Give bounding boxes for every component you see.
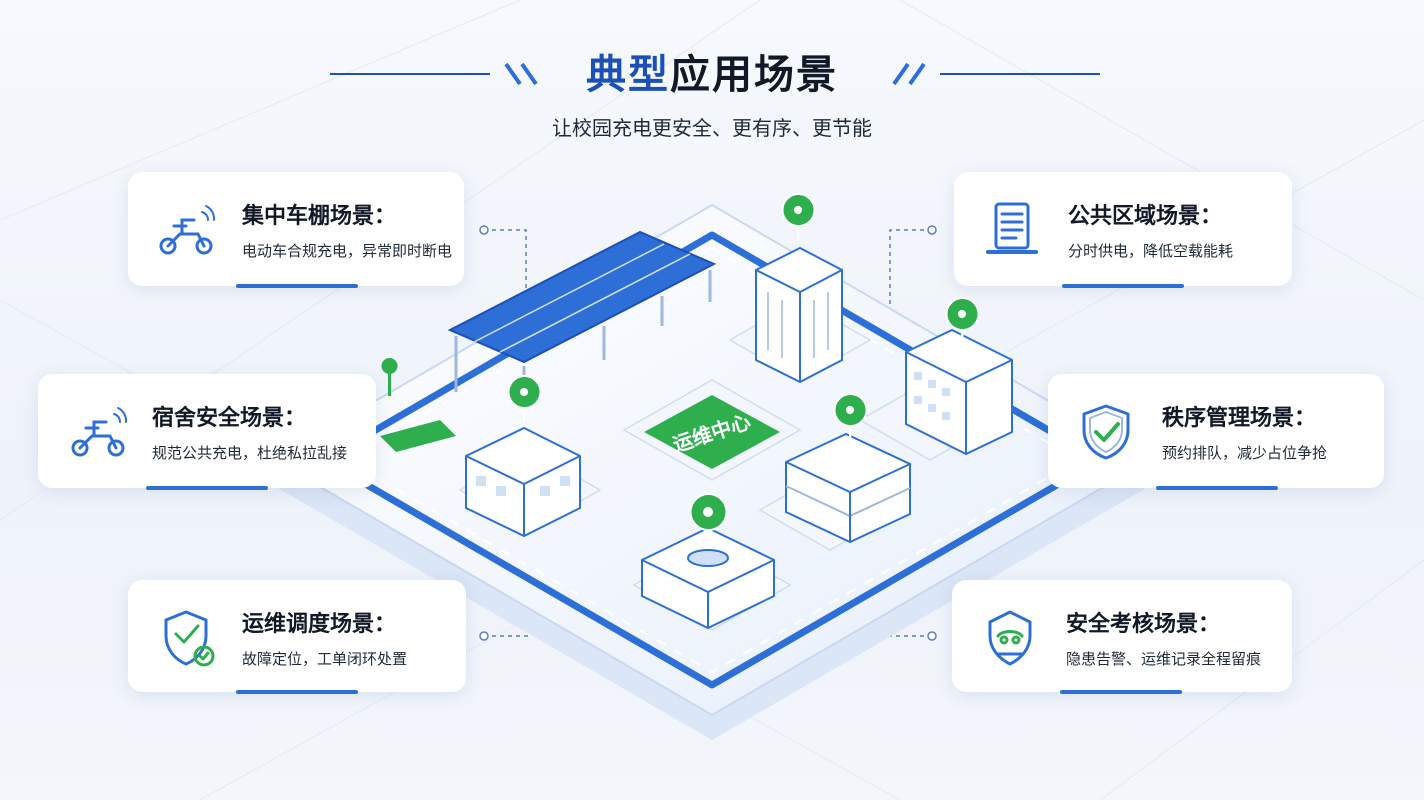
scene-title: 安全考核场景： — [1066, 612, 1221, 637]
scooter-icon — [71, 407, 128, 457]
scene-card-safety-assessment: 安全考核场景： 隐患告警、运维记录全程留痕 — [952, 580, 1292, 694]
scene-description: 电动车合规充电，异常即时断电 — [242, 242, 453, 260]
green-parking-area — [380, 420, 456, 452]
shield-check-icon — [1082, 404, 1130, 460]
scene-title: 运维调度场景： — [242, 612, 397, 637]
scene-card-public-area: 公共区域场景： 分时供电，降低空载能耗 — [954, 172, 1292, 288]
scene-description: 故障定位，工单闭环处置 — [242, 650, 408, 668]
connector-line — [889, 229, 932, 325]
building-left — [465, 426, 581, 538]
scene-card-order-management: 秩序管理场景： 预约排队，减少占位争抢 — [1048, 374, 1384, 490]
scene-card-dormitory: 宿舍安全场景： 规范公共充电，杜绝私拉乱接 — [38, 374, 376, 490]
building-bottom — [641, 526, 775, 630]
building-right — [905, 328, 1013, 456]
scene-title: 秩序管理场景： — [1162, 406, 1317, 431]
title-accent: 典型 — [586, 52, 670, 98]
carport-canopy — [447, 230, 717, 398]
card-accent-bar — [146, 486, 268, 490]
card-accent-bar — [1062, 284, 1184, 288]
badge-shield-icon — [988, 610, 1032, 666]
scene-title: 宿舍安全场景： — [152, 406, 307, 431]
scene-description: 分时供电，降低空载能耗 — [1068, 242, 1234, 260]
document-stack-icon — [986, 202, 1038, 254]
title-left-decoration — [330, 62, 538, 86]
title-right-decoration — [892, 62, 1100, 86]
page-subtitle: 让校园充电更安全、更有序、更节能 — [552, 116, 872, 140]
building-tall — [755, 246, 843, 384]
scooter-icon — [159, 205, 216, 255]
card-accent-bar — [236, 284, 358, 288]
card-accent-bar — [1156, 486, 1278, 490]
scene-card-carport: 集中车棚场景： 电动车合规充电，异常即时断电 — [128, 172, 464, 288]
building-mall — [785, 432, 911, 544]
scene-card-operation-dispatch: 运维调度场景： 故障定位，工单闭环处置 — [128, 580, 466, 694]
scene-description: 隐患告警、运维记录全程留痕 — [1066, 650, 1262, 668]
scene-title: 集中车棚场景： — [242, 204, 397, 229]
location-pin-icon — [507, 193, 980, 547]
connector-line — [484, 229, 527, 300]
scene-title: 公共区域场景： — [1068, 204, 1223, 229]
tree-icon — [381, 358, 398, 396]
scene-description: 规范公共充电，杜绝私拉乱接 — [152, 444, 348, 462]
scene-description: 预约排队，减少占位争抢 — [1162, 444, 1328, 462]
title-rest: 应用场景 — [670, 52, 838, 98]
card-accent-bar — [1060, 690, 1182, 694]
operation-center-pad — [644, 395, 780, 469]
card-accent-bar — [236, 690, 358, 694]
checklist-shield-icon — [164, 610, 215, 667]
page-title: 典型应用场景 — [0, 42, 1424, 100]
